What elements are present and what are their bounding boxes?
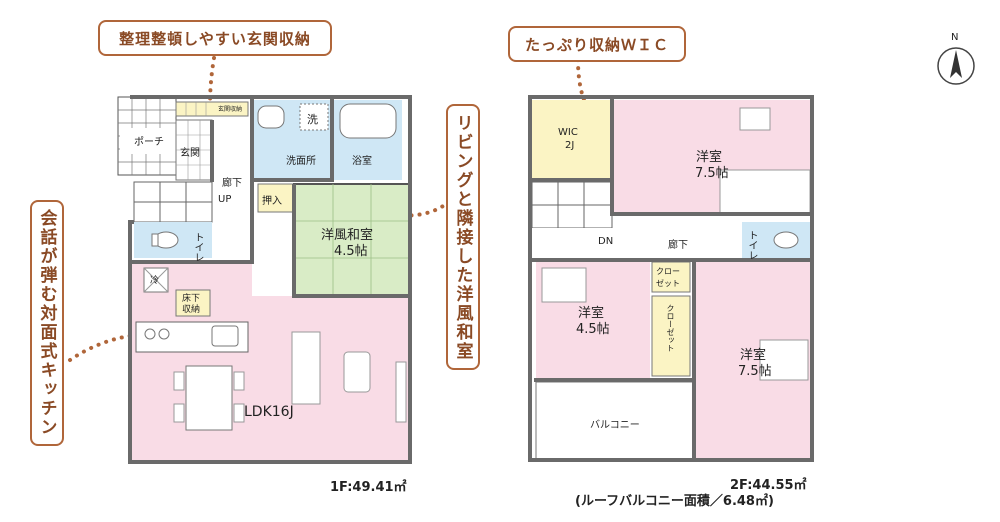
label-genkan: 玄関	[180, 148, 200, 159]
label-bath: 浴室	[352, 156, 372, 167]
callout-living-washitsu: リビングと隣接した洋風和室	[446, 104, 480, 370]
label-closet-a1: クロー	[656, 267, 680, 276]
leader-wic	[576, 58, 598, 124]
walls-1f	[128, 95, 412, 464]
compass-north-label: N	[951, 32, 959, 43]
label-wash: 洗	[307, 113, 318, 126]
floor1	[117, 95, 412, 464]
label-up: UP	[218, 194, 232, 205]
label-underfloor-2: 収納	[182, 305, 201, 315]
label-porch: ポーチ	[134, 137, 164, 148]
label-closet-a2: ゼット	[656, 279, 680, 288]
label-washitsu-size: 4.5帖	[334, 244, 368, 259]
label-wic-size: 2J	[565, 140, 575, 151]
label-ldk: LDK16J	[244, 404, 294, 420]
callout-kitchen: 会話が弾む対面式キッチン	[30, 200, 64, 446]
label-hall-1f: 廊下	[222, 178, 242, 189]
label-area-1f: 1F:49.41㎡	[330, 480, 407, 495]
label-washroom: 洗面所	[286, 156, 316, 167]
stairs-1f	[133, 181, 213, 223]
label-closet-b: クローゼット	[666, 304, 675, 352]
floor2	[528, 95, 814, 462]
callout-wic: たっぷり収納ＷＩＣ	[508, 26, 686, 62]
label-genkan-storage: 玄関収納	[218, 106, 243, 113]
label-toilet-2f: トイレ	[746, 230, 757, 260]
label-underfloor: 床下	[182, 294, 201, 304]
label-toilet-1f: トイレ	[192, 232, 203, 262]
label-fridge: 冷	[150, 276, 160, 286]
label-room3-size: 7.5帖	[738, 364, 772, 379]
walls-2f	[528, 95, 814, 462]
label-wic: WIC	[558, 127, 578, 138]
label-oshiire: 押入	[262, 196, 282, 207]
leader-entrance	[208, 56, 216, 107]
stairs-2f	[531, 181, 613, 229]
label-dn: DN	[598, 236, 614, 247]
label-hall-2f: 廊下	[668, 240, 688, 251]
label-room2: 洋室	[578, 306, 605, 321]
label-room3: 洋室	[740, 348, 767, 363]
label-washitsu: 洋風和室	[321, 228, 374, 243]
label-balcony: バルコニー	[590, 420, 640, 431]
compass-icon	[937, 47, 975, 85]
callout-entrance-storage: 整理整頓しやすい玄関収納	[98, 20, 332, 56]
label-room1: 洋室	[696, 150, 723, 165]
label-roof-balcony: (ルーフバルコニー面積／6.48㎡)	[575, 494, 774, 509]
leader-living	[350, 188, 462, 218]
label-room2-size: 4.5帖	[576, 322, 610, 337]
label-area-2f: 2F:44.55㎡	[730, 478, 807, 493]
label-room1-size: 7.5帖	[695, 166, 729, 181]
